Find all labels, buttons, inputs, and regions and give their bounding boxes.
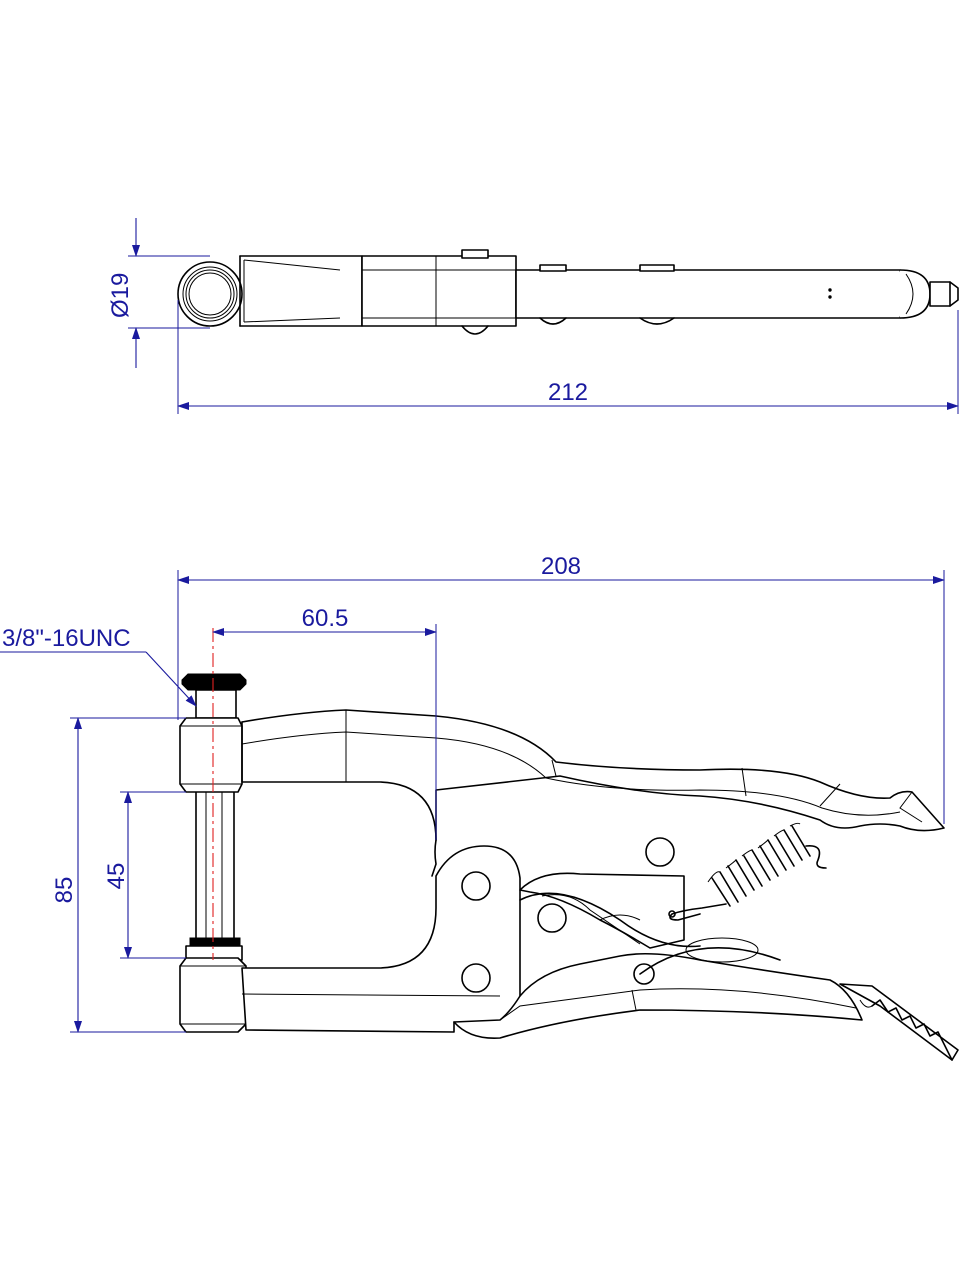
diameter-label: Ø19 (107, 273, 134, 318)
lower-collar (179, 957, 247, 1033)
top-pivot-block (361, 249, 517, 335)
clamp-screw (181, 673, 247, 961)
height-label: 85 (51, 877, 78, 904)
opening-dimension: 45 (103, 791, 186, 959)
height-dimension: 85 (51, 717, 186, 1033)
overall-length-dimension: 208 (177, 553, 945, 824)
overall-length-label: 208 (541, 553, 581, 580)
toggle-link (519, 837, 701, 949)
upper-handle (241, 709, 945, 877)
opening-label: 45 (103, 863, 130, 890)
top-length-label: 212 (548, 379, 588, 406)
upper-collar (179, 717, 243, 793)
thread-label: 3/8"-16UNC (2, 625, 131, 652)
top-head-ring (177, 261, 243, 327)
top-length-dimension: 212 (177, 300, 959, 414)
throat-depth-label: 60.5 (302, 605, 349, 632)
top-view: Ø19 212 (107, 218, 959, 414)
spring (668, 822, 827, 921)
lower-arm (241, 845, 521, 1033)
side-view: 208 60.5 3/8"-16UNC 85 45 (0, 553, 959, 1061)
thread-callout: 3/8"-16UNC (0, 625, 197, 707)
release-lever (839, 983, 959, 1061)
diameter-dimension: Ø19 (107, 218, 210, 368)
top-jaw (239, 255, 363, 327)
top-handle (515, 264, 959, 325)
lower-handle (453, 937, 863, 1039)
throat-depth-dimension: 60.5 (212, 605, 437, 840)
